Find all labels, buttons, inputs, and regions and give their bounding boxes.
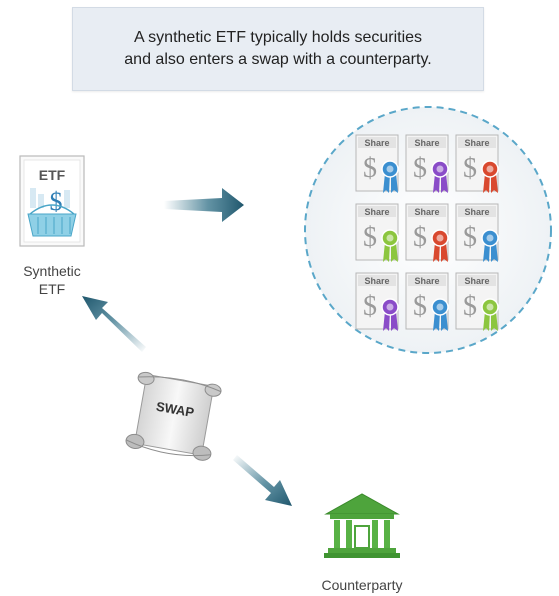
share-certificate: Share $ bbox=[405, 203, 449, 262]
share-card-dollar: $ bbox=[363, 291, 377, 322]
ribbon-tail bbox=[491, 311, 498, 331]
callout-line-2: and also enters a swap with a counterpar… bbox=[124, 51, 432, 68]
share-certificate: Share $ bbox=[455, 134, 499, 193]
ribbon-tail bbox=[383, 242, 390, 262]
award-ribbon-center bbox=[486, 303, 494, 311]
etf-basket-icon: ETF $ bbox=[19, 155, 85, 247]
share-certificate: Share $ bbox=[355, 203, 399, 262]
share-card-dollar: $ bbox=[363, 222, 377, 253]
ribbon-tail bbox=[483, 173, 490, 193]
award-ribbon-center bbox=[386, 165, 394, 173]
share-card-label: Share bbox=[364, 207, 389, 217]
award-ribbon-center bbox=[486, 234, 494, 242]
ribbon-tail bbox=[383, 311, 390, 331]
scroll-icon: SWAP bbox=[125, 371, 222, 461]
share-certificate: Share $ bbox=[355, 134, 399, 193]
award-ribbon-center bbox=[386, 234, 394, 242]
award-ribbon-center bbox=[486, 165, 494, 173]
share-card-dollar: $ bbox=[413, 153, 427, 184]
ribbon-tail bbox=[491, 173, 498, 193]
etf-dollar-text: $ bbox=[50, 187, 63, 216]
share-certificate-grid: Share$Share$Share$Share$Share$Share$Shar… bbox=[355, 134, 499, 331]
ribbon-tail bbox=[383, 173, 390, 193]
arrow-swap-to-etf bbox=[82, 296, 146, 352]
share-card-dollar: $ bbox=[463, 291, 477, 322]
etf-badge-text: ETF bbox=[39, 167, 66, 183]
share-card-label: Share bbox=[364, 276, 389, 286]
intro-callout: A synthetic ETF typically holds securiti… bbox=[72, 7, 484, 91]
synthetic-etf-label: Synthetic ETF bbox=[2, 262, 102, 298]
ribbon-tail bbox=[391, 311, 398, 331]
share-card-label: Share bbox=[464, 276, 489, 286]
award-ribbon-center bbox=[436, 303, 444, 311]
share-card-label: Share bbox=[414, 276, 439, 286]
arrow-etf-to-shares bbox=[164, 188, 244, 222]
share-card-label: Share bbox=[414, 138, 439, 148]
arrow-swap-to-counterparty bbox=[233, 455, 292, 506]
bank-building-icon bbox=[324, 493, 400, 558]
share-certificate: Share $ bbox=[405, 134, 449, 193]
ribbon-tail bbox=[441, 242, 448, 262]
share-card-dollar: $ bbox=[463, 222, 477, 253]
share-card-dollar: $ bbox=[463, 153, 477, 184]
share-card-label: Share bbox=[464, 138, 489, 148]
ribbon-tail bbox=[391, 242, 398, 262]
ribbon-tail bbox=[433, 173, 440, 193]
share-card-dollar: $ bbox=[413, 291, 427, 322]
ribbon-tail bbox=[491, 242, 498, 262]
share-certificate: Share $ bbox=[355, 272, 399, 331]
share-card-label: Share bbox=[364, 138, 389, 148]
counterparty-label: Counterparty bbox=[321, 577, 403, 593]
ribbon-tail bbox=[441, 311, 448, 331]
swap-label: SWAP bbox=[155, 399, 196, 420]
ribbon-tail bbox=[483, 311, 490, 331]
ribbon-tail bbox=[441, 173, 448, 193]
share-card-label: Share bbox=[414, 207, 439, 217]
award-ribbon-center bbox=[386, 303, 394, 311]
share-certificate: Share $ bbox=[405, 272, 449, 331]
share-card-label: Share bbox=[464, 207, 489, 217]
share-certificate: Share $ bbox=[455, 272, 499, 331]
share-certificate: Share $ bbox=[455, 203, 499, 262]
ribbon-tail bbox=[483, 242, 490, 262]
ribbon-tail bbox=[433, 311, 440, 331]
share-card-dollar: $ bbox=[363, 153, 377, 184]
ribbon-tail bbox=[433, 242, 440, 262]
share-card-dollar: $ bbox=[413, 222, 427, 253]
award-ribbon-center bbox=[436, 234, 444, 242]
synthetic-etf-label-line1: Synthetic bbox=[23, 263, 81, 279]
award-ribbon-center bbox=[436, 165, 444, 173]
synthetic-etf-label-line2: ETF bbox=[38, 281, 66, 297]
ribbon-tail bbox=[391, 173, 398, 193]
callout-line-1: A synthetic ETF typically holds securiti… bbox=[133, 29, 423, 46]
